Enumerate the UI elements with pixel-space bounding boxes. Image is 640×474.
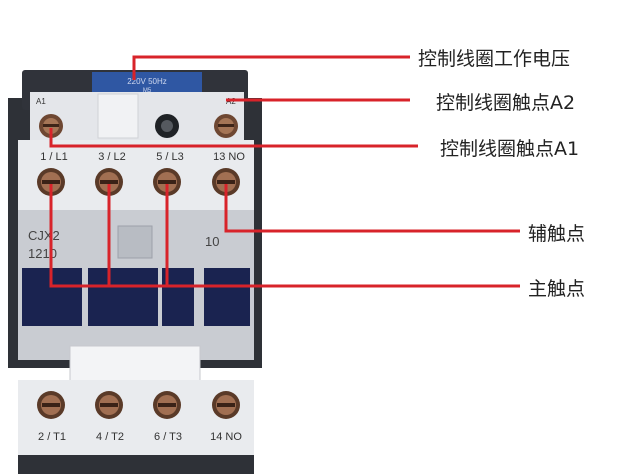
- aux-number-text: 10: [205, 234, 219, 249]
- top-terminal-label-1: 1 / L1: [40, 151, 68, 163]
- voltage-nameplate: [92, 72, 202, 94]
- bottom-terminal-label-4: 14 NO: [210, 431, 242, 443]
- bottom-terminal-label-3: 6 / T3: [154, 431, 182, 443]
- annotation-coil-a1: 控制线圈触点A1: [440, 138, 580, 160]
- bottom-terminal-label-1: 2 / T1: [38, 431, 66, 443]
- annotation-coil-a2: 控制线圈触点A2: [436, 92, 576, 114]
- annotation-main-contact: 主触点: [528, 278, 586, 300]
- voltage-sub-text: M5: [143, 88, 152, 94]
- window-4: [204, 268, 250, 326]
- leader-a1: [49, 128, 418, 148]
- leader-aux: [224, 184, 520, 233]
- coil-screw-a1: [39, 114, 63, 138]
- model-text-2: 1210: [28, 246, 57, 261]
- bottom-terminal-label-2: 4 / T2: [96, 431, 124, 443]
- annotation-aux-contact: 辅触点: [528, 223, 586, 245]
- top-main-screws: [37, 168, 240, 196]
- window-2: [88, 268, 158, 326]
- top-terminal-label-3: 5 / L3: [156, 151, 184, 163]
- coil-screw-center: [155, 114, 179, 138]
- voltage-text: 220V 50Hz: [127, 77, 167, 86]
- model-text-1: CJX2: [28, 228, 60, 243]
- coil-corner-left: A1: [36, 97, 46, 106]
- bottom-main-screws: [37, 391, 240, 419]
- contactor-body: 220V 50Hz M5 A1 A2 1 / L1 3 / L2 5 / L3 …: [8, 70, 262, 474]
- leader-voltage: [132, 55, 410, 80]
- annotation-coil-voltage: 控制线圈工作电压: [418, 48, 571, 70]
- top-terminal-label-2: 3 / L2: [98, 151, 126, 163]
- leader-main: [49, 184, 520, 288]
- leader-lines: [49, 55, 520, 288]
- top-terminal-label-4: 13 NO: [213, 151, 245, 163]
- coil-screw-a2: [214, 114, 238, 138]
